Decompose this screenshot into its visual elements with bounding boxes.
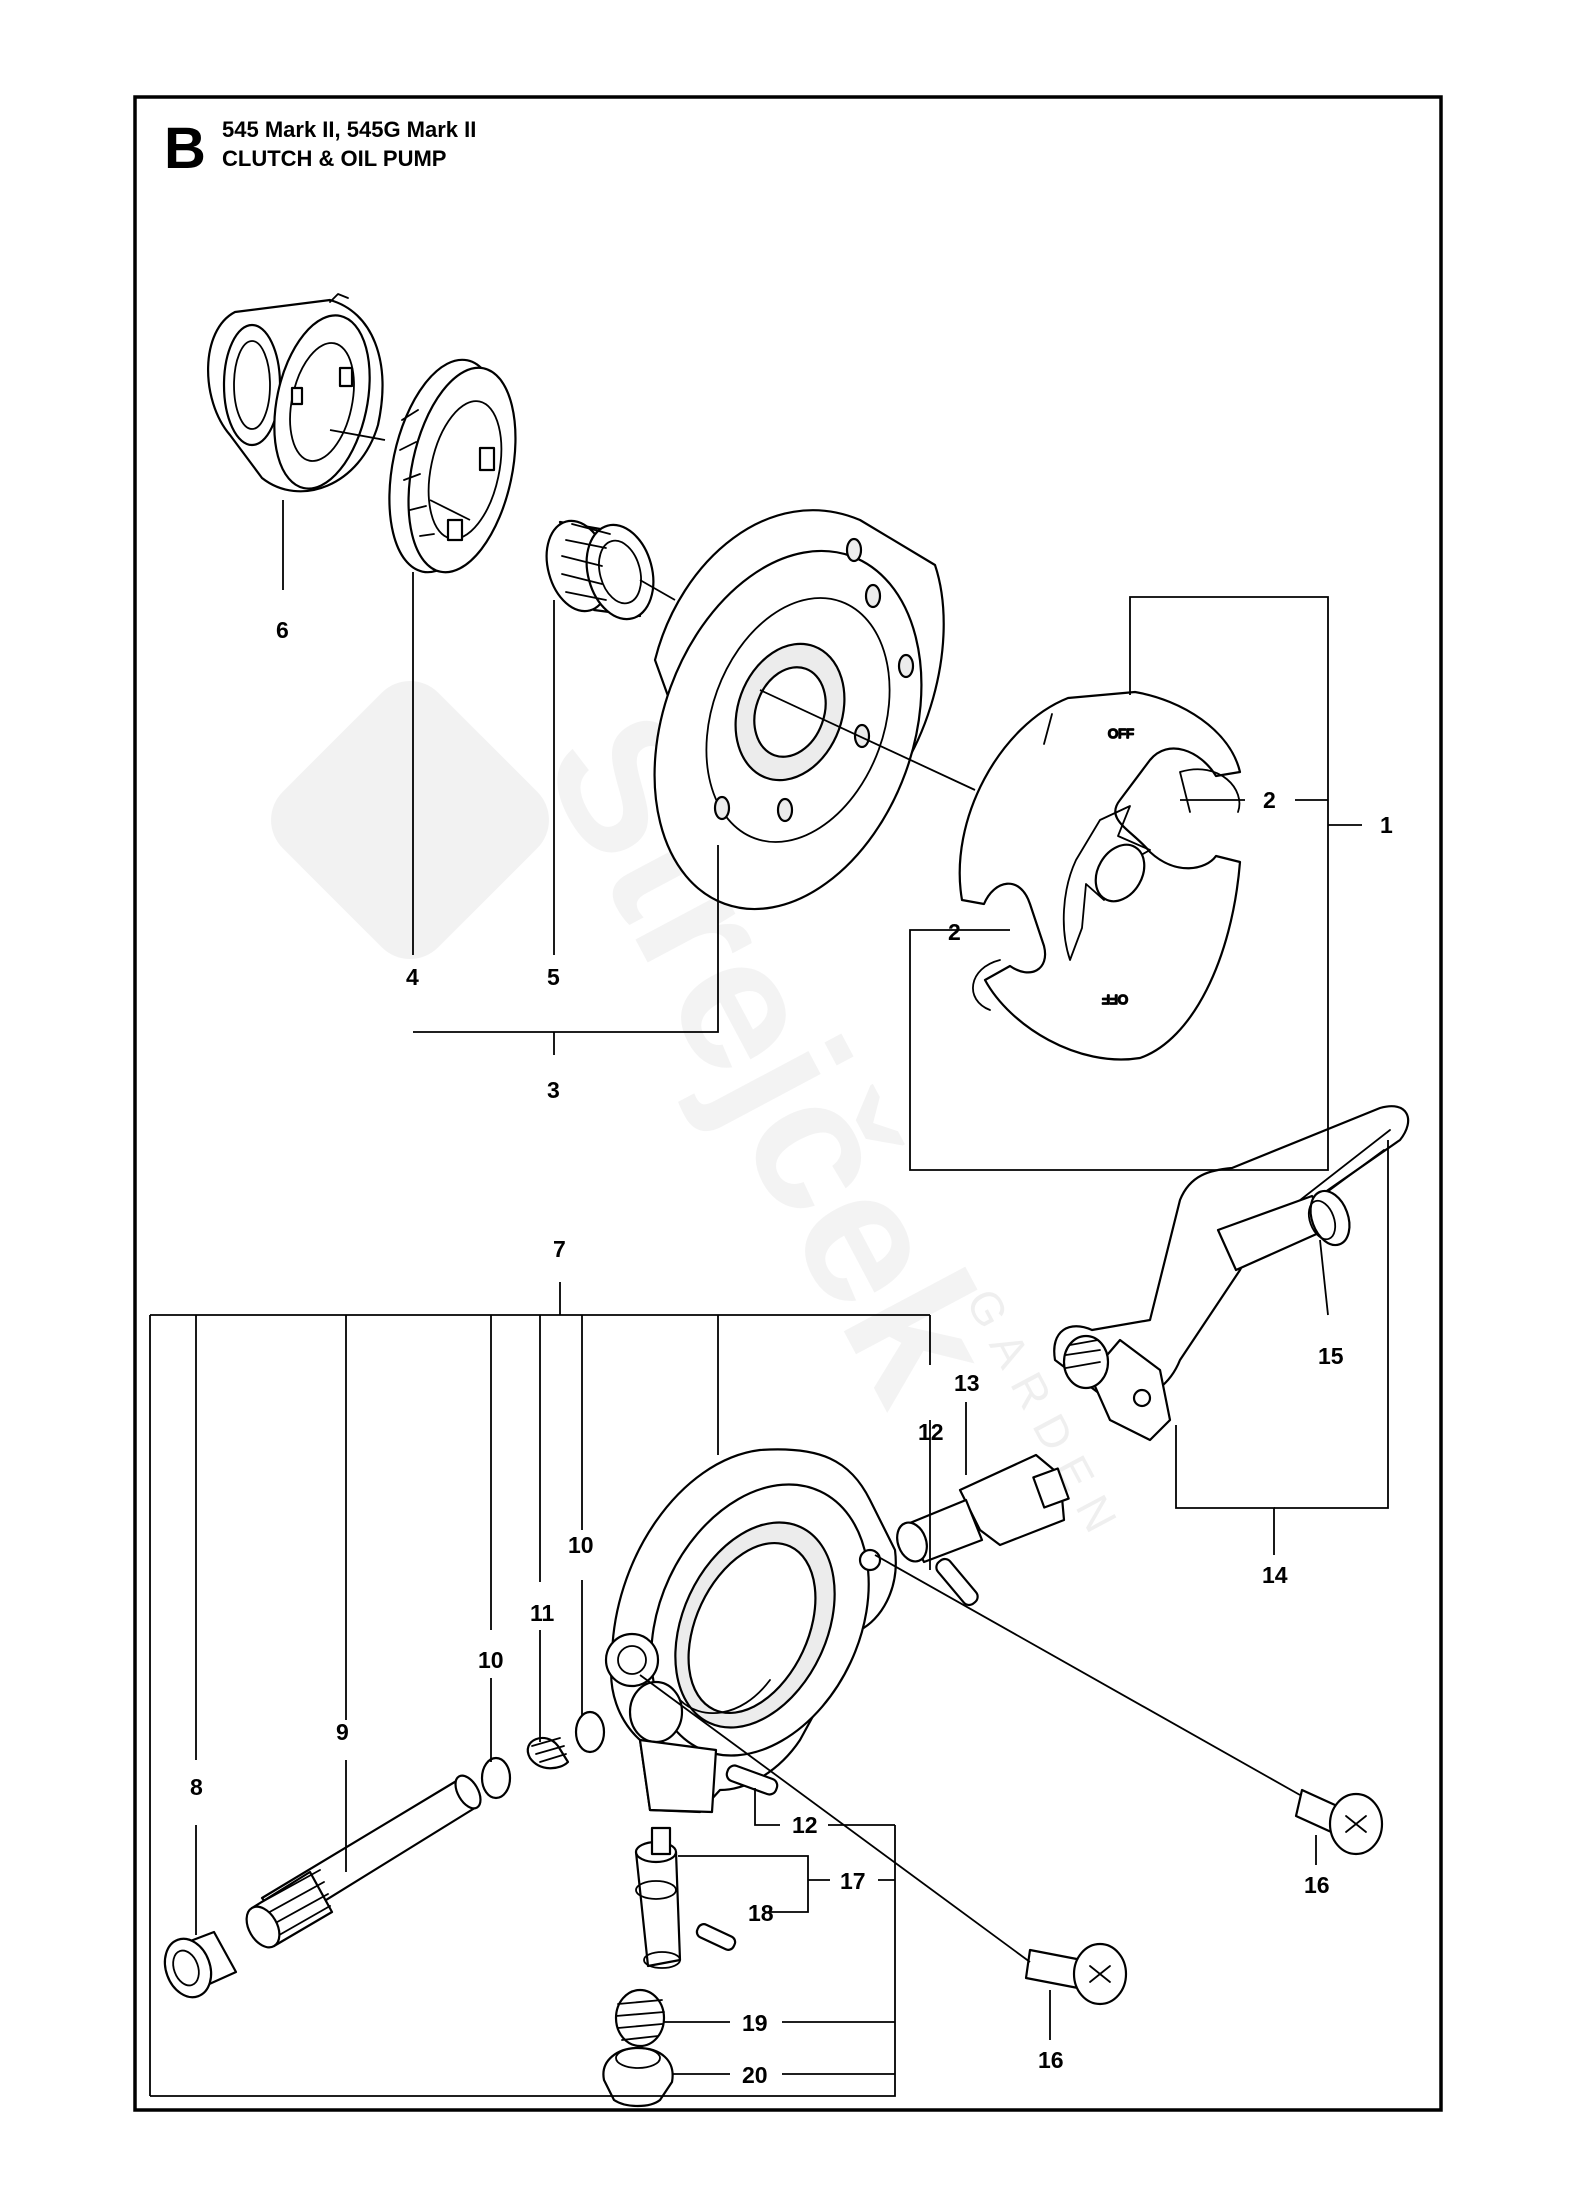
callout-2-lower: 2 [948, 919, 961, 945]
part-10-o-ring-right [574, 1710, 606, 1754]
section-title: CLUTCH & OIL PUMP [222, 146, 446, 171]
callout-14: 14 [1262, 1562, 1288, 1588]
part-1-clutch: OFF OFF [958, 690, 1242, 1061]
part-15-hose-grommet [1216, 1189, 1351, 1272]
callout-2-upper: 2 [1263, 787, 1276, 813]
callout-12-lower: 12 [792, 1812, 818, 1838]
section-letter: B [164, 116, 206, 181]
part-9-pump-shaft [245, 1774, 482, 1949]
part-6-sprocket-drum-carrier [207, 293, 384, 493]
part-16-screw-lower [1024, 1942, 1128, 2006]
callout-9: 9 [336, 1719, 349, 1745]
callout-5: 5 [547, 964, 560, 990]
callout-1: 1 [1380, 812, 1393, 838]
callout-6: 6 [276, 617, 289, 643]
part-11-spring [526, 1736, 570, 1770]
callout-11: 11 [530, 1600, 555, 1626]
part-14-oil-hose [1053, 1105, 1410, 1442]
part-7-oil-pump-housing [604, 1448, 897, 1814]
part-3-clutch-drum [653, 509, 945, 911]
part-4-rim-sprocket [388, 358, 517, 574]
part-17-pump-plunger [634, 1826, 682, 1969]
part-20-plug [602, 2046, 674, 2108]
callout-18: 18 [748, 1900, 774, 1926]
callouts: 6 4 5 3 2 1 2 7 13 12 15 14 10 11 10 9 8… [190, 617, 1393, 2088]
part-12-upper-pin [935, 1557, 979, 1607]
part-16-screw-upper [1294, 1788, 1384, 1856]
part-19-spring [614, 1988, 666, 2048]
callout-8: 8 [190, 1774, 203, 1800]
part-13-hose-fitting [896, 1453, 1070, 1564]
callout-10-lower: 10 [478, 1647, 504, 1673]
part-10-o-ring-left [480, 1756, 512, 1800]
callout-13: 13 [954, 1370, 980, 1396]
callout-15: 15 [1318, 1343, 1344, 1369]
part-12-lower-pin [725, 1764, 779, 1796]
watermark-logo [271, 681, 549, 959]
callout-19: 19 [742, 2010, 768, 2036]
callout-3: 3 [547, 1077, 560, 1103]
section-header: B 545 Mark II, 545G Mark II CLUTCH & OIL… [164, 116, 476, 181]
page-frame [133, 95, 1443, 2112]
callout-20: 20 [742, 2062, 768, 2088]
callout-7: 7 [553, 1236, 566, 1262]
model-names: 545 Mark II, 545G Mark II [222, 117, 476, 142]
leader-lines [149, 429, 1389, 2097]
callout-17: 17 [840, 1868, 866, 1894]
part-18-plunger-pin [695, 1923, 737, 1951]
part-8-shaft-seal [163, 1930, 238, 1999]
svg-text:OFF: OFF [1102, 992, 1128, 1007]
svg-text:OFF: OFF [1108, 726, 1134, 741]
callout-16-upper: 16 [1304, 1872, 1330, 1898]
callout-4: 4 [406, 964, 419, 990]
callout-10-upper: 10 [568, 1532, 594, 1558]
part-5-needle-bearing [545, 519, 655, 621]
callout-12-upper: 12 [918, 1419, 944, 1445]
callout-16-lower: 16 [1038, 2047, 1064, 2073]
